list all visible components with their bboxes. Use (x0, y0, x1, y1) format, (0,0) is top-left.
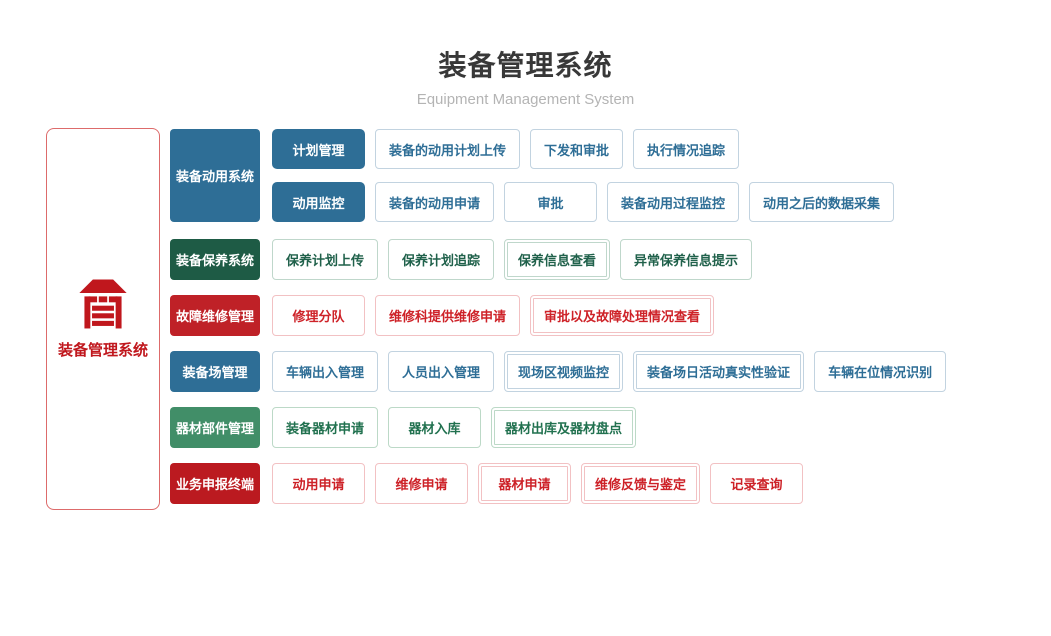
subgroup-row-monitoring: 动用监控 装备的动用申请 审批 装备动用过程监控 动用之后的数据采集 (272, 182, 904, 222)
flow-item: 下发和审批 (530, 129, 624, 169)
page-title: 装备管理系统 (438, 50, 613, 81)
root-system-label: 装备管理系统 (57, 341, 148, 359)
flow-item: 人员出入管理 (388, 351, 495, 392)
flow-item: 保养计划追踪 (388, 239, 495, 280)
diagram-groups: 装备动用系统 计划管理 装备的动用计划上传 下发和审批 执行情况追踪 动用监控 … (170, 129, 956, 519)
flow-item: 维修科提供维修申请 (375, 295, 521, 336)
group-materials: 器材部件管理 装备器材申请 器材入库 器材出库及器材盘点 (170, 407, 956, 448)
flow-item: 维修反馈与鉴定 (581, 463, 701, 504)
flow-item: 装备的动用计划上传 (375, 129, 521, 169)
flow-item: 器材申请 (478, 463, 571, 504)
flow-item: 异常保养信息提示 (620, 239, 753, 280)
flow-item: 车辆在位情况识别 (814, 351, 947, 392)
subgroup-header-plan-management: 计划管理 (272, 129, 365, 169)
group-fault-repair: 故障维修管理 修理分队 维修科提供维修申请 审批以及故障处理情况查看 (170, 295, 956, 336)
group-mobilization: 装备动用系统 计划管理 装备的动用计划上传 下发和审批 执行情况追踪 动用监控 … (170, 129, 956, 222)
flow-item: 审批 (504, 182, 598, 222)
root-system-card: 装备管理系统 (46, 128, 160, 510)
group-header-business-terminal: 业务申报终端 (170, 463, 260, 504)
flow-item: 动用申请 (272, 463, 365, 504)
group-header-materials: 器材部件管理 (170, 407, 260, 448)
page-subtitle: Equipment Management System (416, 91, 635, 108)
subgroup-row-plan: 计划管理 装备的动用计划上传 下发和审批 执行情况追踪 (272, 129, 904, 169)
flow-item: 修理分队 (272, 295, 365, 336)
subgroup-header-usage-monitoring: 动用监控 (272, 182, 365, 222)
group-header-mobilization: 装备动用系统 (170, 129, 260, 222)
flow-item: 装备器材申请 (272, 407, 379, 448)
flow-item: 装备场日活动真实性验证 (633, 351, 805, 392)
flow-item: 维修申请 (375, 463, 468, 504)
flow-item: 保养计划上传 (272, 239, 379, 280)
flow-item: 保养信息查看 (504, 239, 611, 280)
flow-item: 装备的动用申请 (375, 182, 495, 222)
group-header-equipment-yard: 装备场管理 (170, 351, 260, 392)
garage-icon (79, 279, 127, 328)
flow-item: 动用之后的数据采集 (749, 182, 895, 222)
group-maintenance: 装备保养系统 保养计划上传 保养计划追踪 保养信息查看 异常保养信息提示 (170, 239, 956, 280)
page-header: 装备管理系统 Equipment Management System (0, 0, 1051, 108)
group-business-terminal: 业务申报终端 动用申请 维修申请 器材申请 维修反馈与鉴定 记录查询 (170, 463, 956, 504)
group-header-fault-repair: 故障维修管理 (170, 295, 260, 336)
group-header-maintenance: 装备保养系统 (170, 239, 260, 280)
flow-item: 器材入库 (388, 407, 482, 448)
flow-item: 车辆出入管理 (272, 351, 379, 392)
flow-item: 现场区视频监控 (504, 351, 624, 392)
flow-item: 审批以及故障处理情况查看 (530, 295, 715, 336)
flow-item: 装备动用过程监控 (607, 182, 740, 222)
flow-item: 器材出库及器材盘点 (491, 407, 637, 448)
flow-item: 记录查询 (710, 463, 804, 504)
flow-item: 执行情况追踪 (633, 129, 740, 169)
group-equipment-yard: 装备场管理 车辆出入管理 人员出入管理 现场区视频监控 装备场日活动真实性验证 … (170, 351, 956, 392)
